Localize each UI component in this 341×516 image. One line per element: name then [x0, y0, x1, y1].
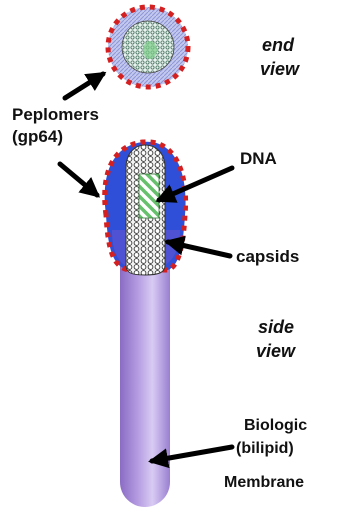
label-capsids: capsids [236, 248, 299, 265]
label-biologic: Biologic [244, 418, 307, 434]
label-dna: DNA [240, 150, 277, 167]
arrow-peplomers-sideview [60, 164, 97, 195]
arrow-peplomers-endview [65, 74, 103, 98]
end-view-particle [108, 7, 188, 87]
label-membrane: Membrane [224, 475, 304, 491]
label-end: end [262, 36, 294, 54]
label-view-end: view [260, 60, 299, 78]
label-peplomers: Peplomers [12, 106, 99, 123]
dna-core [139, 174, 159, 218]
label-side: side [258, 318, 294, 336]
label-view-side: view [256, 342, 295, 360]
label-gp64: (gp64) [12, 128, 63, 145]
label-bilipid: (bilipid) [236, 441, 294, 457]
